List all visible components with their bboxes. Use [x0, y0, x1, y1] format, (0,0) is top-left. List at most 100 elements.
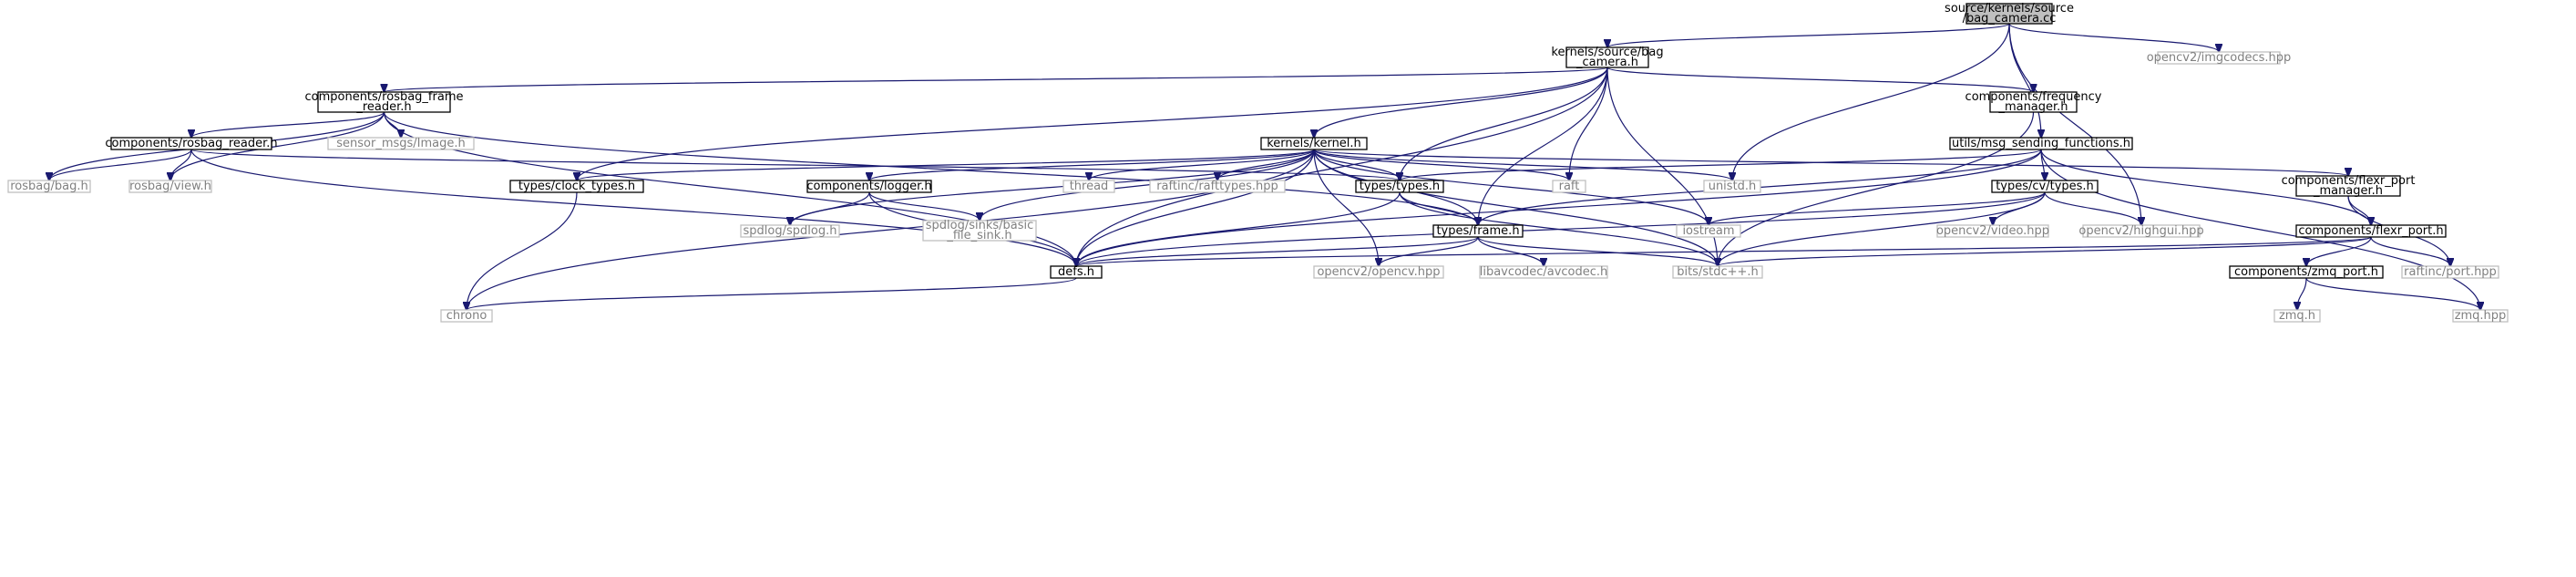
edges-layer [49, 23, 2480, 310]
edge-bag-camera-h-to-defs-h [1076, 67, 1608, 266]
node-box-flexr-port [2295, 224, 2447, 238]
node-box-opencv-hpp [1313, 265, 1444, 279]
node-label-root-0: source/kernels/source [1945, 2, 2074, 15]
node-box-imgcodecs [2157, 51, 2281, 65]
edge-root-to-unistd [1732, 23, 2010, 180]
edge-zmq-port-to-zmq-hpp [2305, 277, 2480, 310]
node-rosbag-bag: rosbag/bag.h [7, 180, 91, 193]
edge-root-to-highgui [2008, 23, 2141, 225]
node-box-zmq-hpp [2452, 309, 2509, 323]
node-label-imgcodecs-0: opencv2/imgcodecs.hpp [2147, 51, 2292, 65]
node-cv-types[interactable]: types/cv/types.h [1991, 180, 2099, 193]
node-box-frame-h [1432, 224, 1524, 238]
node-box-avcodec [1479, 265, 1608, 279]
node-chrono: chrono [440, 309, 493, 323]
edge-root-to-bag-camera-h [1607, 23, 2010, 47]
node-kernel-h[interactable]: kernels/kernel.h [1260, 137, 1368, 150]
node-label-bag-camera-h-1: _camera.h [1575, 56, 1638, 69]
edge-defs-h-to-chrono [467, 277, 1077, 310]
edge-kernel-h-to-thread [1089, 149, 1315, 180]
node-box-unistd [1703, 180, 1761, 193]
edge-rosbag-reader-to-types-h [190, 149, 1400, 180]
node-label-zmq-h-0: zmq.h [2279, 309, 2315, 323]
node-box-highgui [2082, 224, 2201, 238]
edge-rosbag-frame-reader-to-rosbag-reader [191, 111, 385, 138]
node-box-basic-file-sink [922, 220, 1037, 242]
node-rosbag-reader[interactable]: components/rosbag_reader.h [105, 137, 277, 150]
edge-msg-sending-to-zmq-hpp [2040, 149, 2480, 310]
node-box-stdcpp [1672, 265, 1763, 279]
nodes-layer: source/kernels/source/bag_camera.cckerne… [7, 2, 2509, 323]
node-label-highgui-0: opencv2/highgui.hpp [2078, 224, 2203, 238]
node-label-bag-camera-h-0: kernels/source/bag [1551, 46, 1663, 59]
node-label-raft-0: raft [1559, 180, 1580, 193]
edge-frame-h-to-stdcpp [1477, 236, 1718, 266]
edge-frequency-manager-to-stdcpp [1718, 111, 2035, 266]
edge-root-to-msg-sending [2008, 23, 2041, 138]
edge-types-h-to-defs-h [1076, 191, 1401, 266]
edge-kernel-h-to-iostream [1313, 149, 1709, 225]
edge-zmq-port-to-zmq-h [2297, 277, 2307, 310]
node-frequency-manager[interactable]: components/frequency_manager.h [1965, 90, 2102, 114]
node-label-kernel-h-0: kernels/kernel.h [1267, 137, 1361, 150]
edge-rosbag-frame-reader-to-sensor-msgs [383, 111, 402, 138]
node-label-root-1: /bag_camera.cc [1963, 12, 2057, 26]
node-box-rosbag-view [128, 180, 212, 193]
node-box-raftinc-port [2401, 265, 2499, 279]
node-box-msg-sending [1949, 137, 2133, 150]
edge-kernel-h-to-defs-h [1076, 149, 1315, 266]
node-box-chrono [440, 309, 493, 323]
node-label-frequency-manager-0: components/frequency [1965, 90, 2102, 104]
node-raft: raft [1552, 180, 1586, 193]
node-box-zmq-h [2273, 309, 2321, 323]
node-label-flexr-port-manager-1: _manager.h [2313, 184, 2383, 198]
edge-flexr-port-to-stdcpp [1718, 236, 2372, 266]
edge-bag-camera-h-to-frequency-manager [1606, 67, 2034, 92]
edge-rosbag-reader-to-defs-h [190, 149, 1076, 266]
edge-rosbag-frame-reader-to-rosbag-view [170, 111, 385, 180]
node-stdcpp: bits/stdc++.h [1672, 265, 1763, 279]
node-defs-h[interactable]: defs.h [1050, 265, 1103, 279]
node-flexr-port[interactable]: components/flexr_port.h [2295, 224, 2447, 238]
node-zmq-port[interactable]: components/zmq_port.h [2229, 265, 2384, 279]
edge-logger-to-basic-file-sink [868, 191, 980, 221]
edge-bag-camera-h-to-clock-types [577, 67, 1608, 180]
node-box-raft [1552, 180, 1586, 193]
edge-rosbag-reader-to-rosbag-bag [49, 149, 192, 180]
node-clock-types[interactable]: types/clock_types.h [509, 180, 644, 193]
node-rosbag-frame-reader[interactable]: components/rosbag_frame_reader.h [304, 90, 463, 114]
node-flexr-port-manager[interactable]: components/flexr_port_manager.h [2282, 174, 2416, 198]
node-label-basic-file-sink-0: spdlog/sinks/basic [926, 219, 1034, 232]
node-logger[interactable]: components/logger.h [806, 180, 932, 193]
node-label-types-h-0: types/types.h [1360, 180, 1440, 193]
edge-frame-h-to-defs-h [1076, 236, 1479, 266]
node-box-rafttypes [1149, 180, 1286, 193]
node-label-iostream-0: iostream [1682, 224, 1734, 238]
node-label-spdlog-0: spdlog/spdlog.h [744, 224, 837, 238]
node-box-thread [1062, 180, 1115, 193]
node-types-h[interactable]: types/types.h [1355, 180, 1444, 193]
node-msg-sending[interactable]: utils/msg_sending_functions.h [1949, 137, 2133, 150]
node-frame-h[interactable]: types/frame.h [1432, 224, 1524, 238]
node-spdlog: spdlog/spdlog.h [740, 224, 840, 238]
edge-cv-types-to-defs-h [1076, 191, 2046, 266]
node-label-stdcpp-0: bits/stdc++.h [1677, 265, 1759, 279]
edge-cv-types-to-iostream [1709, 191, 2046, 225]
node-box-sensor-msgs [327, 137, 475, 150]
edge-bag-camera-h-to-frame-h [1478, 67, 1608, 225]
edge-bag-camera-h-to-rosbag-frame-reader [385, 67, 1608, 92]
node-box-frequency-manager [1989, 91, 2078, 113]
node-label-video-hpp-0: opencv2/video.hpp [1936, 224, 2049, 238]
node-raftinc-port: raftinc/port.hpp [2401, 265, 2499, 279]
node-label-raftinc-port-0: raftinc/port.hpp [2404, 265, 2497, 279]
node-opencv-hpp: opencv2/opencv.hpp [1313, 265, 1444, 279]
node-box-video-hpp [1936, 224, 2049, 238]
edge-kernel-h-to-logger [869, 149, 1315, 180]
node-box-defs-h [1050, 265, 1103, 279]
node-root[interactable]: source/kernels/source/bag_camera.cc [1945, 2, 2074, 26]
edge-cv-types-to-stdcpp [1718, 191, 2046, 266]
node-bag-camera-h[interactable]: kernels/source/bag_camera.h [1551, 46, 1663, 69]
node-box-zmq-port [2229, 265, 2384, 279]
edge-kernel-h-to-basic-file-sink [980, 149, 1315, 221]
